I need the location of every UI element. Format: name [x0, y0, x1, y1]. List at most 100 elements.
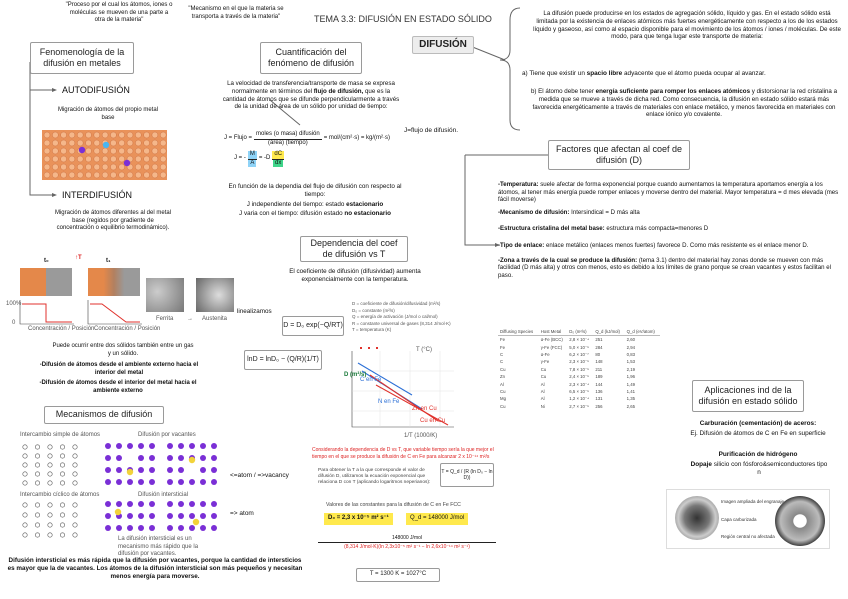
ejemplo-valores: Valores de las constantes para la difusi…	[326, 502, 461, 508]
lattice-atom	[143, 131, 150, 139]
table-cell: 148	[595, 359, 603, 365]
table-cell: 2,3 × 10⁻⁴	[569, 381, 590, 387]
lattice-atom	[93, 139, 100, 147]
atom-ring	[47, 532, 53, 538]
atom-ring	[72, 502, 78, 508]
table-cell: 6,5 × 10⁻⁵	[569, 388, 589, 394]
lattice-atom	[52, 147, 59, 155]
lattice-atom	[93, 155, 100, 163]
box-mecanismos: Mecanismos de difusión	[44, 406, 164, 424]
table-cell: α-Fe (BCC)	[540, 337, 563, 343]
label-interdifusion: INTERDIFUSIÓN	[62, 190, 133, 200]
lattice-atom	[135, 139, 142, 147]
atom-ring	[59, 512, 65, 518]
atom-ring	[47, 462, 53, 468]
lattice-atom	[151, 131, 159, 139]
axis-label-t1: Concentración / Posición	[94, 326, 161, 332]
box-aplicaciones: Aplicaciones ind de la difusión en estad…	[692, 380, 804, 412]
atom-ring	[72, 480, 78, 486]
table-cell: α-Fe	[540, 352, 550, 358]
curve-cu-in-cu	[375, 384, 449, 426]
atom-ring	[35, 480, 41, 486]
table-cell: Al	[500, 381, 504, 387]
table-cell: Al	[540, 396, 545, 402]
lattice-atom	[110, 171, 117, 179]
atom-ring	[59, 471, 65, 477]
atom-ring	[59, 453, 65, 459]
pur-title: Purificación de hidrógeno	[718, 451, 798, 458]
table-cell: 5,0 × 10⁻⁵	[569, 344, 589, 350]
temp-tick-2	[368, 347, 370, 349]
purple-atom	[211, 525, 217, 531]
table-cell: C	[500, 352, 504, 358]
atom-ring	[22, 444, 28, 450]
table-cell: 136	[595, 388, 603, 394]
table-cell: 284	[595, 344, 603, 350]
purple-atom	[116, 443, 122, 449]
purple-atom	[149, 525, 155, 531]
lattice-atom	[135, 155, 142, 163]
atom-ring	[22, 512, 28, 518]
table-cell: 256	[595, 403, 603, 409]
purple-atom	[211, 455, 217, 461]
table-cell: 1,2 × 10⁻⁴	[569, 396, 590, 402]
purple-atom	[138, 443, 144, 449]
highlight-atom	[188, 456, 196, 464]
purple-atom	[149, 479, 155, 485]
lattice-atom	[101, 155, 109, 163]
lattice-atom	[159, 155, 167, 163]
gas-solid-note: Puede ocurrir entre dos sólidos también …	[52, 343, 194, 357]
highlight-atom	[192, 518, 200, 526]
connector-intro	[469, 45, 506, 61]
purple-atom	[189, 443, 195, 449]
arrow-head-auto	[52, 88, 57, 92]
lattice-atom	[68, 139, 76, 147]
purple-atom	[178, 501, 184, 507]
atom-ring	[35, 471, 41, 477]
temp-tick-3	[376, 347, 378, 349]
purple-atom	[200, 479, 206, 485]
box-dependencia: Dependencia del coef de difusión vs T	[300, 236, 408, 262]
purple-atom	[105, 443, 111, 449]
lattice-atom	[159, 139, 167, 147]
lattice-atom	[93, 147, 100, 155]
fick-equation: J = - M A = -D dC dx	[234, 151, 285, 167]
purple-atom	[178, 443, 184, 449]
factor-zona: -Zona a través de la cual se produce la …	[498, 256, 831, 279]
table-cell: 2,7 × 10⁻⁵	[569, 403, 589, 409]
ejemplo-paso1: Para obtener la T a la que corresponde e…	[318, 468, 431, 486]
ejemplo-d0: D₀ = 2,3 x 10⁻⁵ m² s⁻¹	[324, 513, 393, 525]
vacancy-diagram	[105, 443, 217, 485]
y-axis-label: D (m²/s)	[344, 372, 367, 378]
table-cell: 1,49	[626, 381, 636, 387]
mech-interstitial: Difusión intersticial	[138, 492, 189, 498]
purple-atom	[138, 501, 144, 507]
table-cell: 7,8 × 10⁻⁵	[569, 366, 589, 372]
purple-atom	[211, 443, 217, 449]
connector-factores	[464, 155, 495, 246]
lattice-atom	[151, 139, 159, 147]
table-cell: 2,4 × 10⁻⁵	[569, 374, 589, 380]
dep-intro: En función de la dependia del flujo de d…	[228, 183, 402, 198]
ejemplo-T-fraction: 148000 J/mol (8,314 J/mol·K)(ln 2,3x10⁻⁵…	[318, 535, 496, 551]
purple-atom	[116, 525, 122, 531]
mech-simple: Intercambio simple de átomos	[20, 432, 101, 438]
factores-list: -Temperatura: suele afectar de forma exp…	[498, 181, 842, 279]
lattice-atom	[77, 155, 84, 163]
purple-atom	[127, 479, 133, 485]
plot-axes	[351, 351, 454, 428]
lattice-atom	[93, 163, 100, 171]
label-autodifusion: AUTODIFUSIÓN	[62, 85, 130, 95]
lattice-atom	[110, 131, 117, 139]
lattice-atom	[60, 155, 67, 163]
lattice-atom	[52, 171, 59, 179]
purple-atom	[167, 501, 173, 507]
atom-ring	[72, 453, 78, 459]
purple-atom	[127, 501, 133, 507]
lattice-atom	[68, 131, 76, 139]
lattice-atom	[60, 163, 67, 171]
